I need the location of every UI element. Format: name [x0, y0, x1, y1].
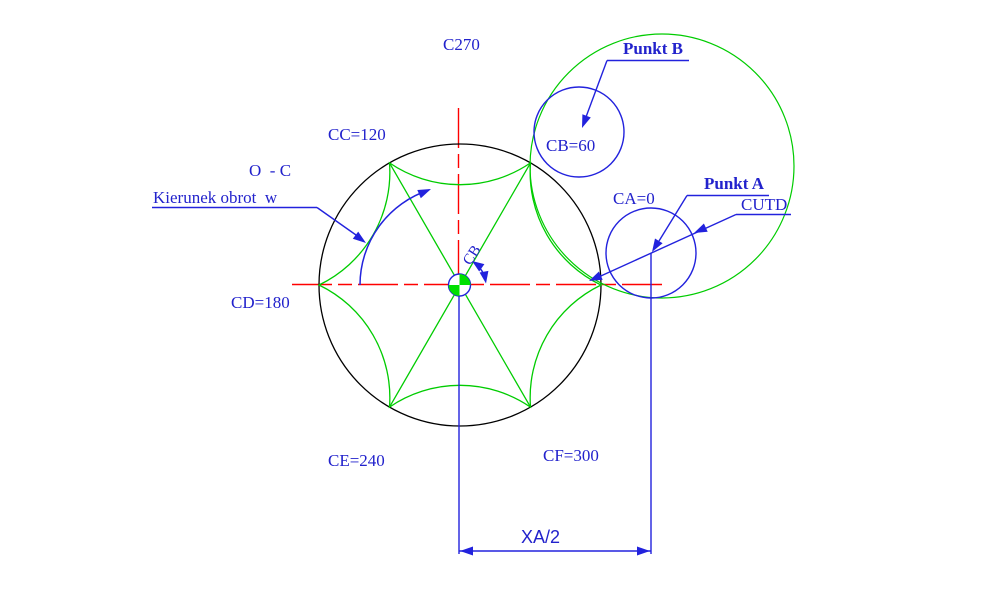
label-cf300: CF=300: [543, 446, 599, 465]
label-cc120: CC=120: [328, 125, 386, 144]
angle-cb-upper-arrowhead-icon: [472, 261, 485, 272]
cutter-path-circle: [529, 33, 795, 299]
label-kierunek-obrot: Kierunek obrot w: [153, 188, 278, 207]
leader-arrowhead-kierunek-icon: [352, 231, 366, 243]
label-xa2: XA/2: [521, 527, 561, 547]
angle-cb-lower-arrowhead-icon: [479, 270, 489, 284]
dimension-arrowhead-right-icon: [637, 546, 650, 556]
origin-quadrant-ne: [459, 274, 471, 285]
leader-end-arrowhead-cutd-icon: [589, 271, 603, 281]
leader-mid-arrowhead-cutd-icon: [694, 223, 708, 233]
label-punkt-a: Punkt A: [704, 174, 764, 193]
label-ca0: CA=0: [613, 189, 655, 208]
rotation-arrowhead-icon: [417, 189, 431, 199]
label-cd180: CD=180: [231, 293, 290, 312]
label-o-c: O - C: [249, 161, 292, 180]
origin-quadrant-sw: [448, 285, 460, 296]
label-cutd: CUTD: [741, 195, 788, 214]
origin-symbol: [447, 273, 472, 297]
leader-line-kierunek: [316, 206, 357, 236]
label-cb60: CB=60: [546, 136, 596, 155]
label-c270: C270: [443, 35, 480, 54]
leader-arrowhead-punkt-a-icon: [652, 238, 663, 252]
leader-line-punkt-b: [585, 60, 608, 118]
rotation-direction-arc: [359, 189, 430, 286]
label-ce240: CE=240: [328, 451, 385, 470]
dimension-arrowhead-left-icon: [460, 546, 473, 556]
leader-line-cutd: [591, 213, 737, 281]
tool-circle-punkt-b: [533, 86, 625, 178]
label-punkt-b: Punkt B: [623, 39, 683, 58]
leader-line-punkt-a: [658, 195, 688, 242]
leader-arrowhead-punkt-b-icon: [582, 114, 591, 128]
